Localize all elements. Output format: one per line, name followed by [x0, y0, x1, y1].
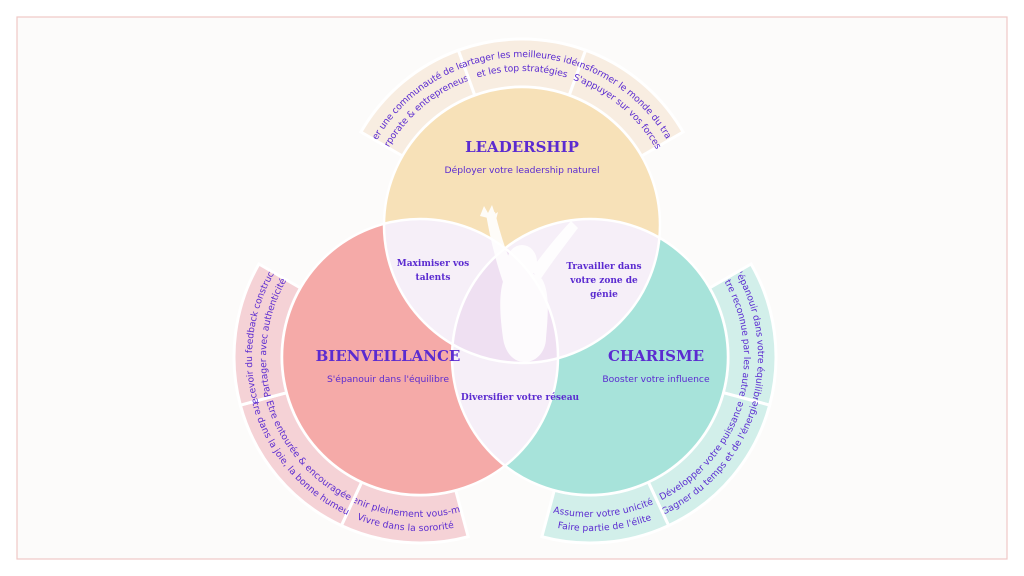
charisme-title: CHARISME — [608, 347, 704, 365]
overlap-label-travailler-line-3: génie — [590, 289, 618, 300]
bienveillance-title: BIENVEILLANCE — [316, 347, 461, 365]
overlap-label-maximiser-line-2: talents — [416, 273, 451, 283]
charisme-subtitle: Booster votre influence — [602, 374, 710, 385]
overlap-label-travailler-line-1: Travailler dans — [566, 262, 641, 272]
celebrating-woman-silhouette — [480, 205, 578, 363]
overlap-label-travailler-line-2: votre zone de — [569, 276, 638, 286]
overlap-label-maximiser-line-1: Maximiser vos — [397, 259, 470, 269]
overlap-label-diversifier: Diversifier votre réseau — [461, 392, 580, 403]
circle-outlines — [280, 85, 730, 497]
bienveillance-subtitle: S'épanouir dans l'équilibre — [327, 374, 449, 385]
leadership-title: LEADERSHIP — [465, 138, 579, 156]
leadership-subtitle: Déployer votre leadership naturel — [445, 165, 600, 176]
